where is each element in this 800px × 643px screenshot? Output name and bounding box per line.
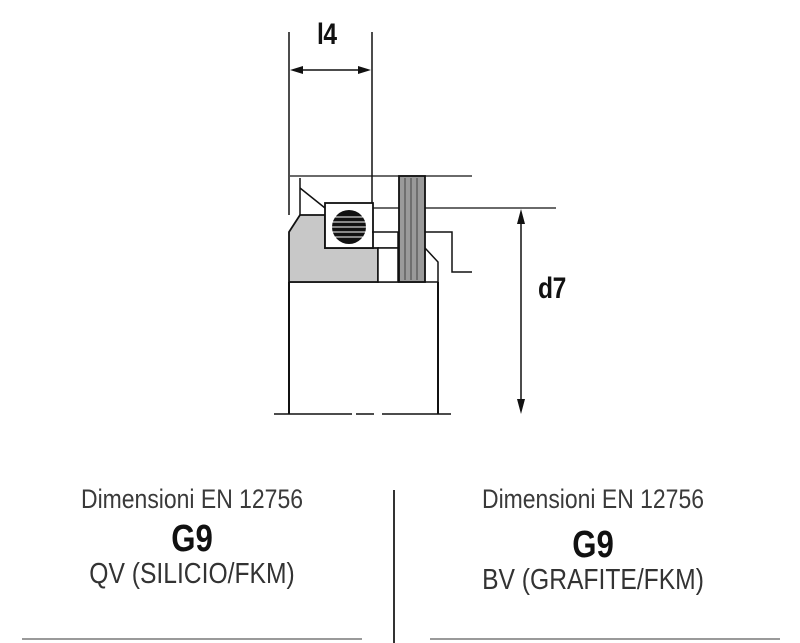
left-code-text: G9: [171, 518, 213, 560]
right-underline: [430, 638, 780, 640]
left-standard-text: Dimensioni EN 12756: [81, 484, 303, 514]
l4-label: l4: [317, 18, 337, 51]
right-code-text: G9: [572, 524, 614, 566]
vertical-divider: [393, 490, 395, 643]
l4-arrow-right: [358, 66, 371, 74]
d7-label: d7: [538, 272, 566, 305]
right-standard-text: Dimensioni EN 12756: [482, 484, 704, 514]
seal-cross-section-drawing: [274, 32, 556, 415]
rotating-part-profile: [425, 231, 472, 273]
left-material-text: QV (SILICIO/FKM): [89, 558, 295, 590]
inner-step: [372, 231, 399, 249]
left-underline: [22, 638, 362, 640]
l4-arrow-left: [290, 66, 303, 74]
right-material-text: BV (GRAFITE/FKM): [482, 564, 704, 596]
counter-face: [398, 175, 426, 283]
right-spec-block: Dimensioni EN 12756 G9 BV (GRAFITE/FKM): [413, 484, 773, 595]
d7-arrow-top: [517, 209, 525, 224]
rotating-part-lip: [424, 247, 439, 282]
inner-gray-block: [377, 247, 399, 283]
left-spec-block: Dimensioni EN 12756 G9 QV (SILICIO/FKM): [12, 484, 372, 589]
d7-arrow-bottom: [517, 399, 525, 414]
